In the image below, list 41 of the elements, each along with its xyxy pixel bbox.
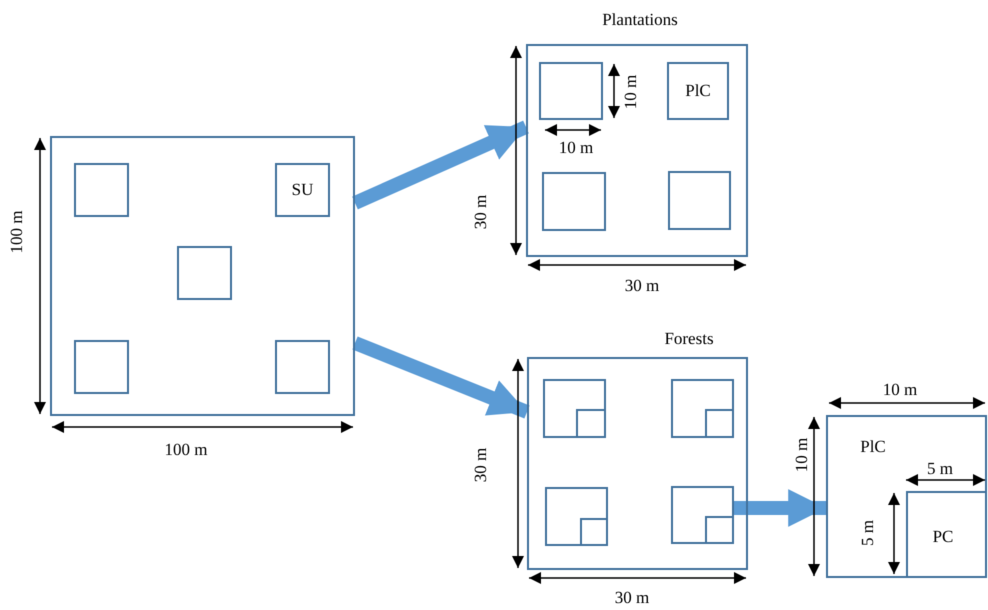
plot-label: PC <box>932 527 954 547</box>
plot-square <box>275 340 330 394</box>
dimension-label: 5 m <box>927 459 953 479</box>
arrow <box>352 336 530 418</box>
dimension-label: 100 m <box>7 210 27 254</box>
dimension-label: 10 m <box>621 74 641 110</box>
plot-square <box>671 486 734 544</box>
plot-label: SU <box>292 180 314 200</box>
plot-square <box>539 62 603 120</box>
plot-square <box>705 409 734 438</box>
plot-square <box>177 246 232 300</box>
plot-square <box>906 491 987 578</box>
plot-square <box>542 172 606 231</box>
plot-square <box>705 516 734 544</box>
arrow <box>352 120 529 210</box>
dimension-label: 10 m <box>558 138 594 158</box>
plot-square <box>667 62 729 120</box>
plot-square <box>576 409 606 438</box>
plot-square <box>545 487 608 546</box>
plot-square <box>50 136 355 416</box>
dimension-label: 30 m <box>614 588 650 608</box>
dimension-label: 100 m <box>164 440 208 460</box>
plot-square <box>580 518 608 546</box>
dimension-label: 5 m <box>858 520 878 546</box>
dimension-label: 10 m <box>792 438 812 472</box>
box-title: Forests <box>664 329 714 349</box>
box-title: Plantations <box>602 10 678 30</box>
dimension-label: 30 m <box>624 276 660 296</box>
arrow <box>734 489 826 527</box>
plot-square <box>74 340 129 394</box>
plot-square <box>543 379 606 438</box>
dimension-label: 30 m <box>471 194 491 230</box>
plot-label: PlC <box>685 81 711 101</box>
plot-label: PlC <box>860 437 886 457</box>
plot-square <box>671 379 734 438</box>
dimension-label: 10 m <box>882 380 918 400</box>
plot-square <box>275 163 330 217</box>
plot-square <box>826 415 987 578</box>
plot-square <box>668 171 731 230</box>
plot-square <box>74 163 129 217</box>
dimension-label: 30 m <box>471 448 491 482</box>
